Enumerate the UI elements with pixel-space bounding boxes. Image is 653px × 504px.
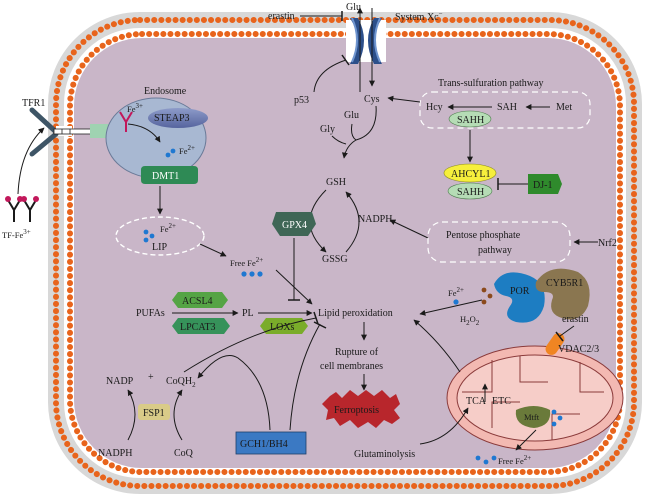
free-fe-bottom-label: Free Fe bbox=[498, 456, 524, 466]
pufas-label: PUFAs bbox=[136, 308, 165, 319]
acsl4-label: ACSL4 bbox=[182, 296, 213, 307]
trans-sulfuration-box bbox=[419, 91, 591, 129]
svg-text:CoQH2: CoQH2 bbox=[166, 376, 196, 389]
svg-text:TF-Fe3+: TF-Fe3+ bbox=[2, 228, 31, 240]
fsp1-node bbox=[138, 404, 170, 420]
mtft-label: Mtft bbox=[524, 412, 540, 422]
endosome-label: Endosome bbox=[144, 86, 187, 97]
vdac-label: VDAC2/3 bbox=[558, 344, 599, 355]
dmt1-label: DMT1 bbox=[152, 171, 179, 182]
p53-label: p53 bbox=[294, 95, 309, 106]
gch1-label: GCH1/BH4 bbox=[240, 439, 288, 450]
nadph-bottom-label: NADPH bbox=[98, 448, 132, 459]
sahh-node-1 bbox=[448, 110, 492, 128]
svg-text:Free Fe2+: Free Fe2+ bbox=[230, 256, 263, 268]
ferroptosis-node bbox=[322, 390, 400, 428]
fsp1-label: FSP1 bbox=[143, 408, 165, 419]
rupture2-label: cell membranes bbox=[320, 361, 383, 372]
lpcat3-label: LPCAT3 bbox=[180, 322, 216, 333]
ahcyl1-label: AHCYL1 bbox=[451, 169, 490, 180]
lpcat3-node bbox=[172, 318, 230, 334]
rupture1-label: Rupture of bbox=[335, 347, 379, 358]
acsl4-node bbox=[172, 292, 228, 308]
plus-label: + bbox=[148, 372, 154, 383]
gly-label: Gly bbox=[320, 124, 335, 135]
transferrin-iron-icon bbox=[5, 196, 39, 222]
tca-label: TCA bbox=[466, 396, 487, 407]
labile-iron-pool bbox=[115, 216, 205, 256]
mitochondrion bbox=[446, 333, 624, 451]
cyb5r1-label: CYB5R1 bbox=[546, 278, 583, 289]
ahcyl1-node bbox=[443, 163, 497, 183]
svg-text:H2O2: H2O2 bbox=[460, 314, 480, 327]
svg-text:System Xc−: System Xc− bbox=[395, 10, 443, 23]
por-fe-label: Fe bbox=[448, 288, 457, 298]
lip-fe-label: Fe bbox=[160, 224, 169, 234]
gsh-label: GSH bbox=[326, 177, 346, 188]
h2o2-label: H bbox=[460, 314, 466, 324]
cyb5r1-enzyme bbox=[535, 268, 590, 320]
coq-label: CoQ bbox=[174, 448, 194, 459]
sahh2-label: SAHH bbox=[457, 187, 484, 198]
sah-label: SAH bbox=[497, 102, 517, 113]
etc-label: ETC bbox=[492, 396, 511, 407]
gpx4-label: GPX4 bbox=[282, 220, 307, 231]
pentose-phosphate-box bbox=[427, 221, 571, 263]
endosome bbox=[105, 97, 208, 184]
system-xc-label: System Xc bbox=[395, 12, 439, 23]
por-label: POR bbox=[510, 286, 530, 297]
sahh1-label: SAHH bbox=[457, 115, 484, 126]
dj1-label: DJ-1 bbox=[533, 180, 552, 191]
endosome-fe3-label: Fe bbox=[127, 104, 136, 114]
lip-label: LIP bbox=[152, 242, 167, 253]
nrf2-label: Nrf2 bbox=[598, 238, 617, 249]
system-xc-transporter bbox=[346, 17, 386, 64]
free-fe-label: Free Fe bbox=[230, 258, 256, 268]
svg-text:Fe2+: Fe2+ bbox=[448, 286, 464, 298]
gch1-bh4-node bbox=[235, 431, 307, 455]
svg-text:Fe2+: Fe2+ bbox=[179, 144, 195, 156]
met-label: Met bbox=[556, 102, 572, 113]
nadph-mid-label: NADPH bbox=[358, 214, 392, 225]
gpx4-node bbox=[272, 212, 316, 236]
tfr1-label: TFR1 bbox=[22, 98, 45, 109]
trans-sulfuration-label: Trans-sulfuration pathway bbox=[438, 78, 543, 89]
glutaminolysis-label: Glutaminolysis bbox=[354, 449, 415, 460]
coqh2-label: CoQH bbox=[166, 376, 192, 387]
hcy-label: Hcy bbox=[426, 102, 443, 113]
svg-text:Free Fe2+: Free Fe2+ bbox=[498, 454, 531, 466]
pl-label: PL bbox=[242, 308, 254, 319]
lipid-peroxidation-label: Lipid peroxidation bbox=[318, 308, 393, 319]
endosome-fe2-label: Fe bbox=[179, 146, 188, 156]
sahh-node-2 bbox=[447, 182, 493, 200]
nadp-label: NADP bbox=[106, 376, 134, 387]
dj1-node bbox=[528, 174, 562, 194]
erastin-right-label: erastin bbox=[562, 314, 589, 325]
steap3-label: STEAP3 bbox=[154, 113, 190, 124]
gssg-label: GSSG bbox=[322, 254, 348, 265]
pentose1-label: Pentose phosphate bbox=[446, 230, 521, 241]
cys-label: Cys bbox=[364, 94, 380, 105]
svg-text:Fe2+: Fe2+ bbox=[160, 222, 176, 234]
svg-text:Fe3+: Fe3+ bbox=[127, 102, 143, 114]
erastin-top-label: erastin bbox=[268, 11, 295, 22]
por-enzyme bbox=[494, 272, 545, 323]
loxs-label: LOXs bbox=[270, 322, 295, 333]
glu-top-label: Glu bbox=[346, 2, 361, 13]
tf-fe-label: TF-Fe bbox=[2, 230, 23, 240]
ferroptosis-label: Ferroptosis bbox=[334, 405, 379, 416]
glu-mid-label: Glu bbox=[344, 110, 359, 121]
pentose2-label: pathway bbox=[478, 245, 512, 256]
